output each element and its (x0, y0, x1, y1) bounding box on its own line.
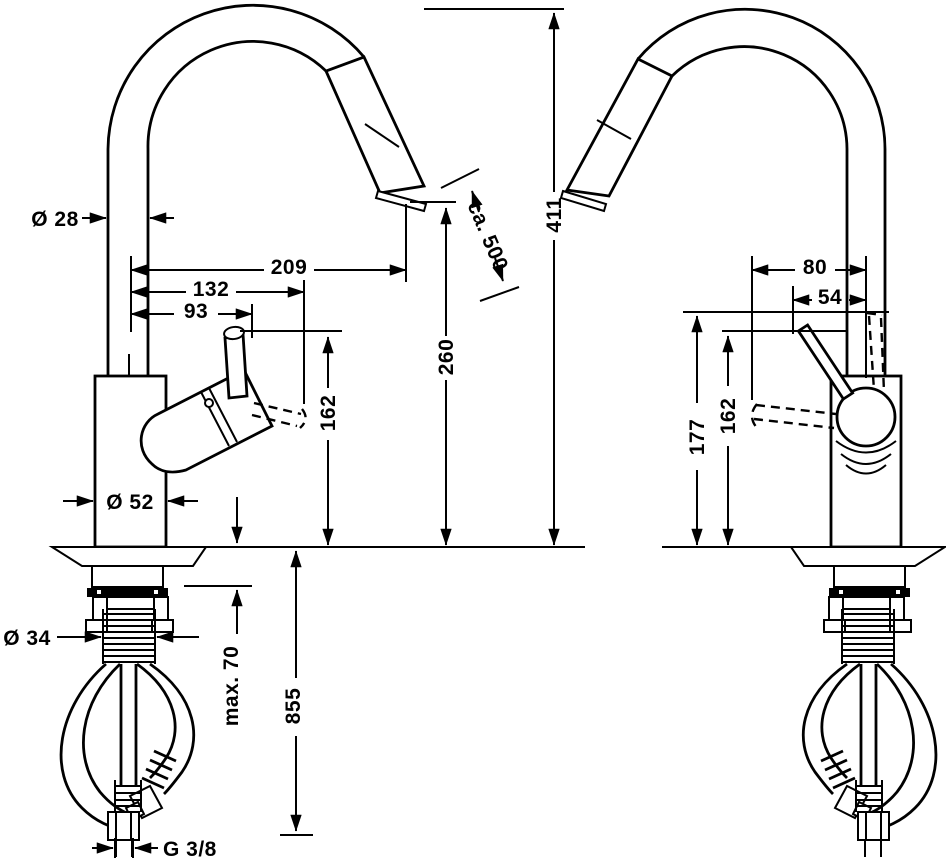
dim-label-162-side: 162 (717, 398, 740, 435)
dimensions-side-view: 80 54 177 162 (683, 256, 889, 546)
lever-lowered-position-dashed (750, 403, 837, 430)
lever-handle (223, 332, 249, 400)
handle-dot (204, 398, 214, 408)
dim-reach-132: 132 (130, 278, 305, 404)
dim-label-ca500: ca. 500 (463, 198, 513, 275)
dimensions-front-view: Ø 28 209 132 93 Ø 52 (3, 8, 566, 858)
dim-label-260: 260 (435, 339, 458, 376)
dim-label-855: 855 (282, 688, 305, 725)
dim-label-spout-diameter: Ø 28 (31, 208, 79, 231)
spout-outer-edge-side (636, 7, 887, 377)
dim-outlet-height: 260 (410, 201, 458, 546)
lever-alternate-position-dashed (251, 401, 307, 429)
dim-label-body-diameter: Ø 52 (106, 491, 154, 514)
pullout-spray-head (324, 55, 427, 195)
spout-outer-edge (106, 3, 366, 377)
dim-label-80: 80 (803, 256, 827, 279)
dim-depth-54: 54 (792, 286, 867, 309)
dim-max-deck-thickness: max. 70 (184, 497, 252, 726)
dim-shank-diameter: Ø 34 (3, 627, 199, 650)
spout-inner-edge-side (671, 45, 849, 377)
dim-reach-209: 209 (130, 204, 407, 282)
dim-lever-height-front: 162 (240, 330, 342, 546)
lever-handle-side (796, 323, 855, 401)
dim-total-height: 411 (424, 8, 566, 546)
dim-label-54: 54 (818, 286, 842, 309)
dim-label-162-front: 162 (317, 395, 340, 432)
lever-ball-joint (835, 386, 897, 448)
dim-pullout-hose: ca. 500 (440, 168, 520, 302)
lever-raised-position-dashed (866, 311, 886, 393)
right-faucet-side-view (559, 7, 946, 858)
dim-label-209: 209 (271, 256, 308, 279)
dim-reach-93: 93 (130, 300, 253, 338)
left-faucet-front-view (50, 3, 585, 858)
dim-raised-lever-height: 177 (686, 315, 709, 546)
dim-label-max70: max. 70 (220, 646, 243, 727)
spray-outlet-face-side (559, 189, 608, 213)
dim-lever-height-side: 162 (717, 335, 740, 546)
dim-label-g38: G 3/8 (163, 838, 217, 858)
dim-label-shank-diameter: Ø 34 (3, 627, 51, 650)
dim-label-177: 177 (686, 419, 709, 456)
spray-outlet-face (374, 189, 428, 213)
dim-depth-80: 80 (751, 256, 867, 279)
dim-label-132: 132 (193, 278, 230, 301)
dim-spout-diameter: Ø 28 (31, 208, 174, 231)
dim-label-411: 411 (543, 197, 566, 232)
dim-connection-thread: G 3/8 (92, 838, 217, 858)
dim-label-93: 93 (184, 300, 208, 323)
pullout-spray-head-side (564, 57, 674, 198)
spout-inner-edge (146, 40, 327, 377)
dim-hose-length: 855 (280, 550, 313, 836)
dim-body-diameter: Ø 52 (63, 491, 198, 514)
